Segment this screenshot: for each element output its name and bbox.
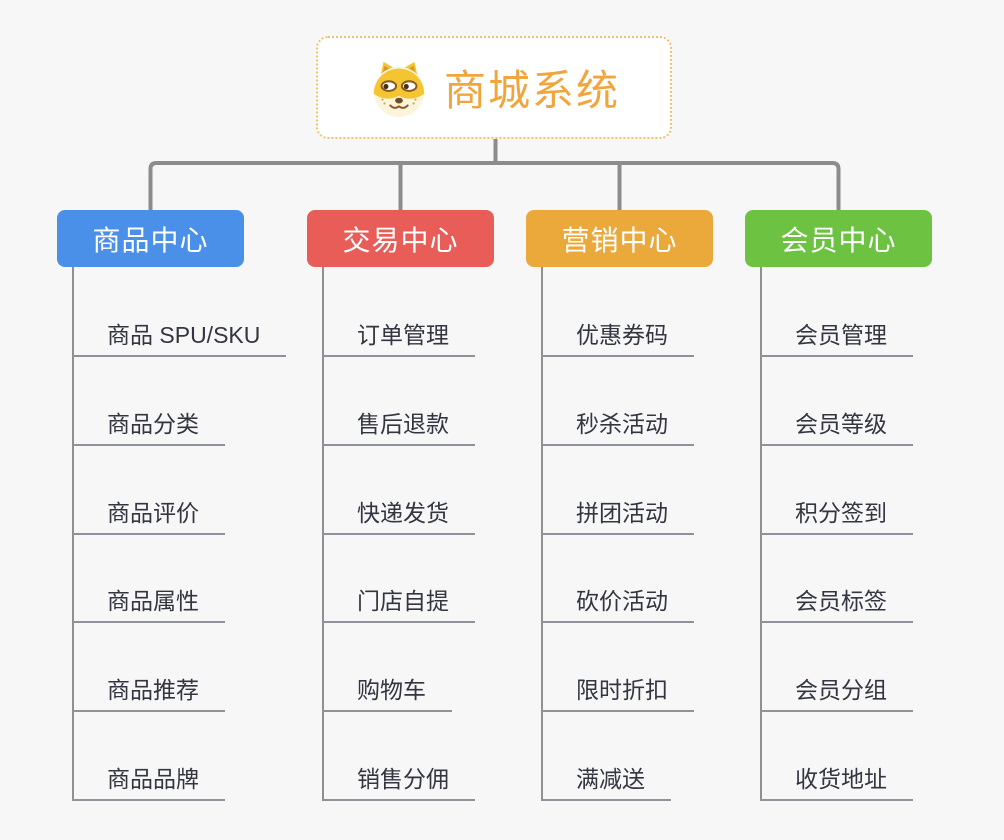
leaf-topic-1-4[interactable]: 购物车: [322, 670, 452, 713]
leaf-topic-1-2[interactable]: 快递发货: [322, 493, 475, 535]
branch-topic-3[interactable]: 会员中心: [745, 210, 932, 267]
leaf-topic-3-4[interactable]: 会员分组: [760, 670, 913, 713]
branch-topic-0[interactable]: 商品中心: [57, 210, 244, 267]
branch-column-0: 商品中心商品 SPU/SKU 商品分类商品评价商品属性商品推荐商品品牌: [57, 210, 287, 810]
leaf-topic-3-2[interactable]: 积分签到: [760, 493, 913, 535]
leaf-topic-0-1[interactable]: 商品分类: [72, 404, 225, 446]
leaf-topic-0-2[interactable]: 商品评价: [72, 493, 225, 535]
leaf-topic-3-3[interactable]: 会员标签: [760, 581, 913, 624]
leaf-topic-1-0[interactable]: 订单管理: [322, 315, 475, 357]
leaf-topic-1-5[interactable]: 销售分佣: [322, 759, 475, 801]
leaf-topic-2-0[interactable]: 优惠券码: [541, 315, 694, 357]
root-topic-label: 商城系统: [443, 67, 620, 114]
branch-topic-1[interactable]: 交易中心: [307, 210, 494, 267]
leaf-topic-0-4[interactable]: 商品推荐: [72, 670, 225, 713]
leaf-topic-2-5[interactable]: 满减送: [541, 759, 671, 801]
leaf-topic-1-1[interactable]: 售后退款: [322, 404, 475, 446]
branch-column-2: 营销中心优惠券码秒杀活动拼团活动砍价活动限时折扣满减送: [526, 210, 756, 810]
leaf-topic-2-4[interactable]: 限时折扣: [541, 670, 694, 713]
leaf-topic-0-0[interactable]: 商品 SPU/SKU: [72, 315, 287, 357]
branch-topic-2[interactable]: 营销中心: [526, 210, 713, 267]
dog-face-icon: [373, 61, 425, 117]
leaf-topic-1-3[interactable]: 门店自提: [322, 581, 475, 624]
branch-column-3: 会员中心会员管理会员等级积分签到会员标签会员分组收货地址: [745, 210, 975, 810]
leaf-topic-3-5[interactable]: 收货地址: [760, 759, 913, 801]
root-topic[interactable]: 商城系统: [316, 36, 672, 139]
leaf-topic-2-1[interactable]: 秒杀活动: [541, 404, 694, 446]
leaf-topic-0-3[interactable]: 商品属性: [72, 581, 225, 624]
branch-column-1: 交易中心订单管理售后退款快递发货门店自提购物车销售分佣: [307, 210, 537, 810]
leaf-topic-0-5[interactable]: 商品品牌: [72, 759, 225, 801]
leaf-topic-2-3[interactable]: 砍价活动: [541, 581, 694, 624]
leaf-topic-3-0[interactable]: 会员管理: [760, 315, 913, 357]
leaf-topic-2-2[interactable]: 拼团活动: [541, 493, 694, 535]
leaf-topic-3-1[interactable]: 会员等级: [760, 404, 913, 446]
